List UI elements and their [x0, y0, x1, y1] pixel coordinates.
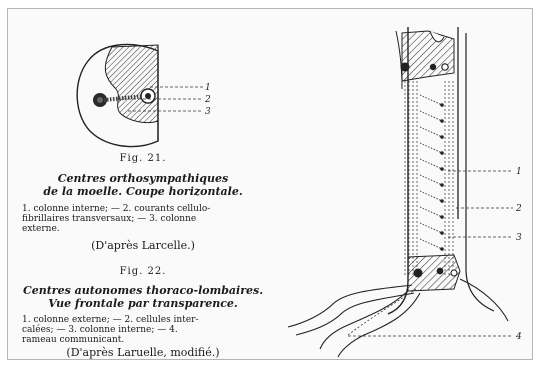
fig21-heading-line2: de la moelle. Coupe horizontale. [28, 185, 258, 198]
fig21-legend-line3: externe. [22, 224, 60, 234]
fig22-externe-column [404, 81, 418, 277]
fig22-source: (D'après Laruelle, modifié.) [28, 346, 258, 359]
fig22-communicating-branch [288, 279, 508, 357]
book-page-frame: 1 2 3 [7, 8, 533, 360]
fig22-intercalated-cells [420, 95, 442, 249]
fig22-legend-line1: 1. colonne externe; — 2. cellules inter- [22, 315, 199, 325]
fig21-legend-line1: 1. colonne interne; — 2. courants cellul… [22, 204, 210, 214]
fig22-heading-line2: Vue frontale par transparence. [18, 297, 268, 310]
fig21-source: (D'après Larcelle.) [38, 239, 248, 252]
fig22-heading-line1: Centres autonomes thoraco-lombaires. [18, 284, 268, 297]
fig21-legend-line2: fibrillaires transversaux; — 3. colonne [22, 214, 196, 224]
fig21-title: Fig. 21. [38, 153, 248, 164]
fig22-interne-column [444, 81, 456, 277]
fig22-top-grey-matter [402, 31, 454, 81]
fig21-callout-3: 3 [205, 107, 211, 117]
fig21-callout-2: 2 [204, 95, 211, 105]
fig22-externe-top [401, 63, 410, 72]
fig22-legend-line2: calées; — 3. colonne interne; — 4. [22, 325, 178, 335]
fig22-title: Fig. 22. [38, 266, 248, 277]
fig22-callout-2: 2 [515, 204, 522, 214]
fig22-callout-4: 4 [515, 332, 522, 342]
fig21-callout-1: 1 [205, 83, 211, 93]
fig21-heading-line1: Centres orthosympathiques [28, 172, 258, 185]
fig22-spinal-cord-frontal-view: 1 2 3 4 [288, 27, 522, 357]
fig22-callout-1: 1 [516, 167, 522, 177]
fig22-legend-line3: rameau communicant. [22, 335, 124, 345]
fig22-callout-3: 3 [516, 233, 522, 243]
